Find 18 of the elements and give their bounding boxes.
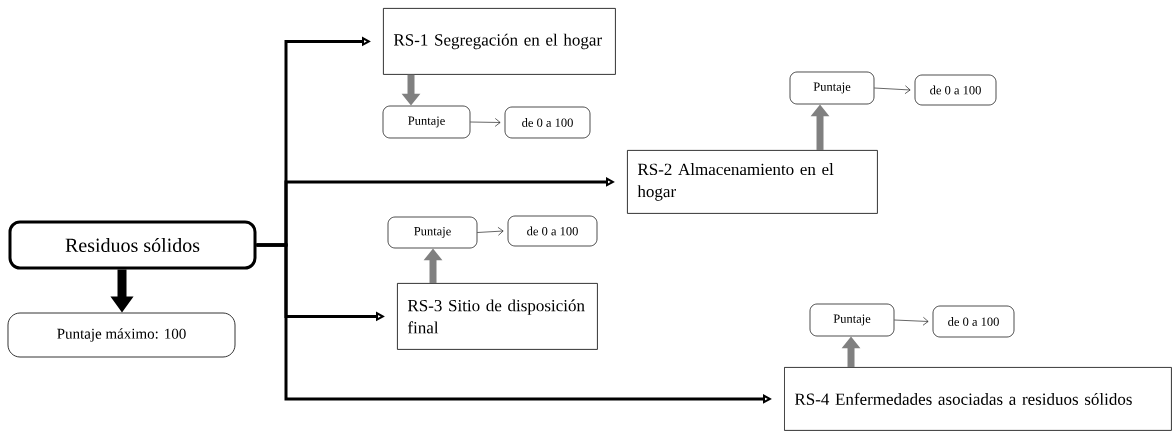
arrow [874,85,911,94]
score-box: Puntaje [387,216,478,249]
criterion-box: RS-3 Sitio de disposición final [397,283,598,350]
range-box: de 0 a 100 [504,106,591,139]
score-box: Puntaje [789,71,875,105]
range-box: de 0 a 100 [914,74,997,106]
criterion-box: RS-2 Almacenamiento en el hogar [627,150,878,214]
range-box: de 0 a 100 [507,215,598,247]
score-box: Puntaje [382,105,471,139]
title-box: Residuos sólidos [8,220,257,270]
arrow [470,118,501,127]
score-box: Puntaje [809,303,895,337]
range-box: de 0 a 100 [932,305,1015,338]
score-box: Puntaje máximo: 100 [7,312,236,358]
arrow [477,227,504,236]
criterion-box: RS-1 Segregación en el hogar [383,8,616,75]
arrow [894,316,929,326]
criterion-box: RS-4 Enfermedades asociadas a residuos sólidos [784,367,1172,431]
